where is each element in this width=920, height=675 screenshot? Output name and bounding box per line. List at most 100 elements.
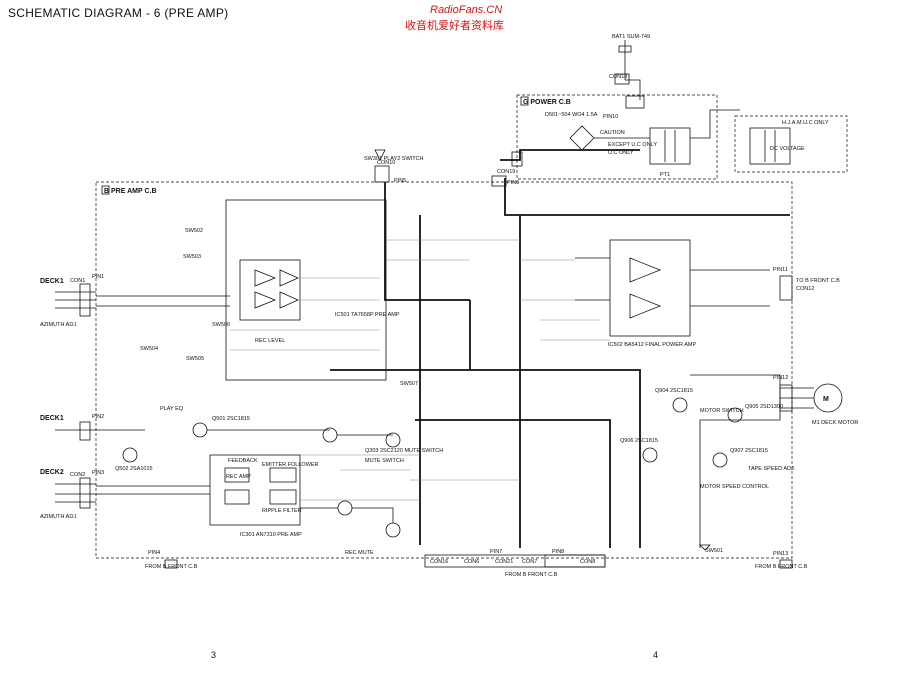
battery-symbol	[618, 45, 632, 53]
transformer-pt1	[649, 127, 691, 165]
power-wiring	[594, 109, 740, 139]
bridge-rectifier	[569, 125, 595, 151]
emitter-follower-block	[269, 467, 297, 483]
label-con1: CON1	[70, 278, 85, 284]
opamp-1	[254, 269, 277, 287]
power-block-title: G POWER C.B	[523, 99, 571, 106]
page-number-left: 3	[211, 650, 217, 660]
label-to-front: TO B FRONT C.B	[796, 278, 840, 284]
q304-symbol	[337, 500, 353, 516]
transformer-export	[749, 127, 791, 165]
label-sw504: SW504	[140, 346, 158, 352]
pre-amp-board-outline	[95, 181, 793, 559]
deck1-wires	[55, 291, 96, 309]
q501-symbol	[192, 422, 208, 438]
label-rec-mute: REC MUTE	[345, 550, 374, 556]
label-sw505: SW505	[186, 356, 204, 362]
label-azimuth-2: AZIMUTH ADJ.	[40, 514, 78, 520]
pre-amp-block-title: B PRE AMP C.B	[104, 188, 157, 195]
battery-wiring	[624, 40, 641, 100]
label-sw501: SW501	[705, 548, 723, 554]
rail-line-8	[500, 149, 640, 161]
ic301-box	[209, 454, 301, 526]
label-pin12: PIN12	[773, 375, 788, 381]
transformer-core	[664, 130, 676, 162]
pre-amp-section	[225, 199, 387, 381]
label-emitter-follower: EMITTER FOLLOWER	[262, 462, 319, 468]
opamp-2	[254, 291, 277, 309]
label-bridge: D501~504 WO4 1.5A	[545, 112, 598, 118]
label-from-front-right: FROM B FRONT C.B	[755, 564, 808, 570]
label-ic301: IC301 AN7310 PRE AMP	[240, 532, 302, 538]
label-motor-switch: MOTOR SWITCH	[700, 408, 744, 414]
label-ripple-filter: RIPPLE FILTER	[262, 508, 302, 514]
transistor-links	[207, 429, 394, 523]
label-q906: Q906 2SC1815	[620, 438, 658, 444]
svg-text:M: M	[823, 396, 829, 403]
label-ic501: IC501 TA7658P PRE AMP	[335, 312, 400, 318]
label-q303: Q303 2SC2120 MUTE SWITCH	[365, 448, 443, 454]
label-from-front-left: FROM B FRONT C.B	[145, 564, 198, 570]
label-pin1: PIN1	[92, 274, 104, 280]
label-con21: CON21	[495, 559, 513, 565]
label-sw502: SW502	[185, 228, 203, 234]
label-deck1-top: DECK1	[40, 278, 64, 285]
ic501-box	[239, 259, 301, 321]
label-deck2: DECK2	[40, 469, 64, 476]
motor-wires	[780, 387, 814, 409]
label-q501: Q501 2SC1815	[212, 416, 250, 422]
label-con16: CON16	[430, 559, 448, 565]
ground-icon	[699, 544, 711, 551]
label-motor-speed: MOTOR SPEED CONTROL	[700, 484, 769, 490]
power-board-outline	[516, 94, 718, 180]
label-feedback: FEEDBACK	[228, 458, 258, 464]
label-con12: CON12	[796, 286, 814, 292]
label-sw507: SW507	[400, 381, 418, 387]
label-pin6: PIN6	[507, 180, 519, 186]
label-except-note: EXCEPT U.C ONLY	[608, 142, 657, 148]
label-q907: Q907 2SC1815	[730, 448, 768, 454]
power-amp-2	[629, 293, 662, 319]
label-bat1: BAT1 SUM-749	[612, 34, 650, 40]
label-con7: CON7	[522, 559, 537, 565]
label-dc-voltage: DC VOLTAGE	[770, 146, 805, 152]
label-pin2: PIN2	[92, 414, 104, 420]
label-tape-speed: TAPE SPEED ADJ.	[748, 466, 796, 472]
label-from-front-mid: FROM B FRONT C.B	[505, 572, 558, 578]
deck2-signal	[96, 485, 210, 495]
ic502-box	[609, 239, 691, 337]
label-sw301: SW301 PLAY2 SWITCH	[364, 156, 424, 162]
q904-symbol	[672, 397, 688, 413]
rail-line-2	[504, 178, 790, 216]
switch-icon	[374, 149, 386, 161]
q907-symbol	[712, 452, 728, 468]
label-play-eq: PLAY EQ	[160, 406, 184, 412]
label-pin4: PIN4	[148, 550, 160, 556]
label-con18: CON18	[609, 74, 627, 80]
label-sw503: SW503	[183, 254, 201, 260]
rec-amp-block-2	[224, 489, 250, 505]
label-sw506: SW506	[212, 322, 230, 328]
label-region-note: H.J.A.M.U.C ONLY	[782, 120, 829, 126]
rail-line-1	[384, 182, 470, 301]
rail-line-7	[415, 419, 611, 548]
label-pin3: PIN3	[92, 470, 104, 476]
power-amp-1	[629, 257, 662, 283]
label-pin5: PIN5	[394, 178, 406, 184]
label-con8: CON8	[580, 559, 595, 565]
label-motor: M1 DECK MOTOR	[812, 420, 858, 426]
power-amp-output	[690, 269, 770, 307]
opamp-3	[279, 269, 299, 287]
label-q502: Q502 2SA1015	[115, 466, 153, 472]
label-deck1-mid: DECK1	[40, 415, 64, 422]
label-q904: Q904 2SC1815	[655, 388, 693, 394]
label-azimuth-1: AZIMUTH ADJ.	[40, 322, 78, 328]
q905-symbol	[727, 407, 743, 423]
ripple-filter-block	[269, 489, 297, 505]
label-con19: CON19	[497, 169, 515, 175]
label-con6: CON6	[464, 559, 479, 565]
label-uc-only: U.C ONLY	[608, 150, 634, 156]
label-mute-switch: MUTE SWITCH	[365, 458, 404, 464]
q906-symbol	[642, 447, 658, 463]
